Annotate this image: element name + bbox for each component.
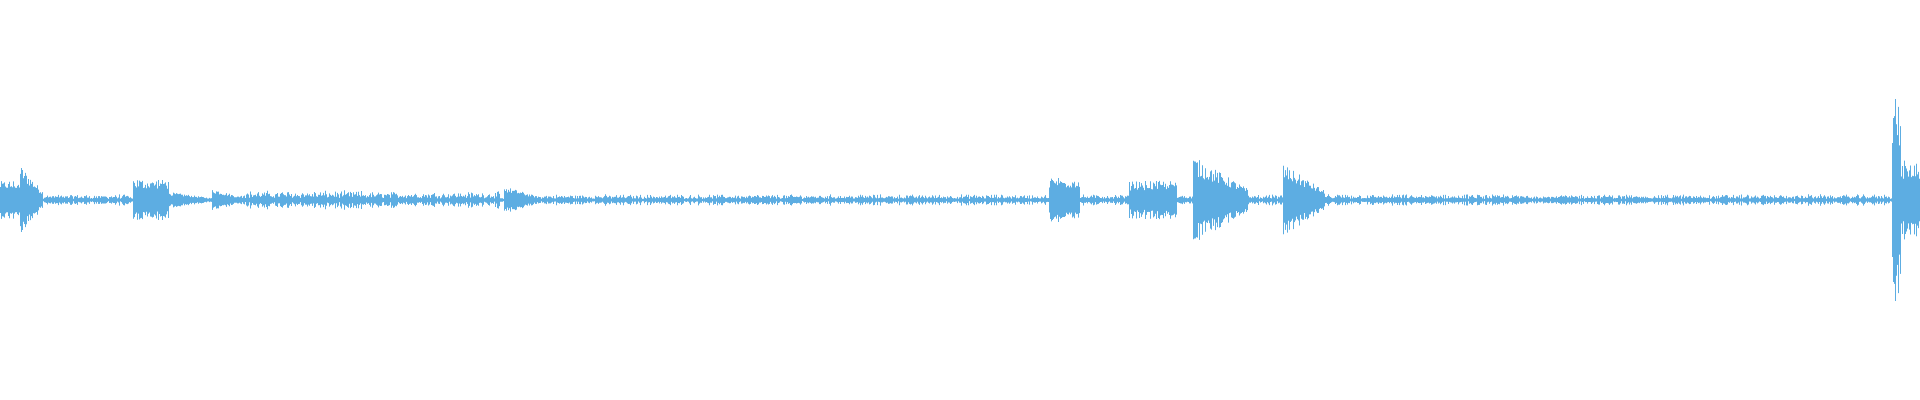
waveform-bars — [0, 98, 1920, 302]
